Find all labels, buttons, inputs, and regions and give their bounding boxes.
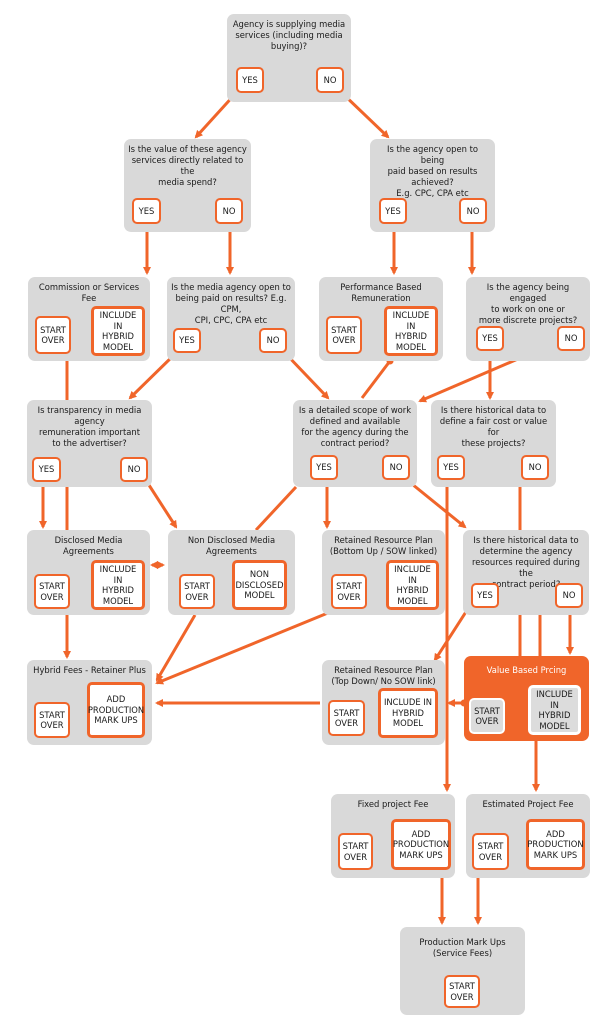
q1-title: Agency is supplying media services (incl…	[232, 19, 346, 51]
q1-no-to-q3	[340, 91, 390, 139]
estimated-project-fee: Estimated Project Fee START OVER ADD PRO…	[466, 794, 590, 878]
hybrid-fees-retainer-plus: Hybrid Fees - Retainer Plus START OVER A…	[27, 660, 152, 745]
estimated-add-markups-button[interactable]: ADD PRODUCTION MARK UPS	[526, 819, 585, 870]
performance-based-remuneration: Performance Based Remuneration START OVE…	[319, 277, 443, 361]
performance-include-hybrid-button[interactable]: INCLUDE IN HYBRID MODEL	[384, 306, 438, 356]
q4-no-to-q7	[283, 351, 330, 400]
q4-title: Is the media agency open to being paid o…	[171, 282, 291, 325]
commission-start-over-button[interactable]: START OVER	[35, 316, 71, 354]
nondisclosed-model-button[interactable]: NON DISCLOSED MODEL	[232, 560, 287, 610]
nondisclosed-title: Non Disclosed Media Agreements	[187, 535, 276, 556]
q6-no-button[interactable]: NO	[120, 457, 148, 482]
hybrid-start-over-button[interactable]: START OVER	[34, 702, 70, 738]
performance-start-over-button[interactable]: START OVER	[326, 316, 362, 354]
q8-no-button[interactable]: NO	[521, 455, 549, 480]
markups-start-over-button[interactable]: START OVER	[444, 975, 480, 1008]
q2-value-related-to-spend: Is the value of these agency services di…	[124, 139, 251, 232]
retained-td-title: Retained Resource Plan (Top Down/ No SOW…	[331, 665, 436, 686]
fixed-add-markups-button[interactable]: ADD PRODUCTION MARK UPS	[391, 819, 451, 870]
q2-no-button[interactable]: NO	[215, 198, 243, 224]
q7-no-to-q9	[406, 478, 467, 529]
production-mark-ups: Production Mark Ups (Service Fees) START…	[400, 927, 525, 1015]
q5-discrete-projects: Is the agency being engaged to work on o…	[466, 277, 590, 361]
q4-yes-button[interactable]: YES	[173, 328, 201, 353]
q6-transparency-important: Is transparency in media agency remunera…	[27, 400, 152, 487]
markups-title: Production Mark Ups (Service Fees)	[419, 937, 506, 958]
value-title: Value Based Prcing	[486, 665, 567, 675]
q8-yes-button[interactable]: YES	[437, 455, 465, 480]
q4-yes-to-q6	[128, 351, 178, 400]
value-based-pricing: Value Based Prcing START OVER INCLUDE IN…	[464, 656, 589, 741]
disclosed-include-hybrid-button[interactable]: INCLUDE IN HYBRID MODEL	[91, 560, 145, 610]
q1-media-services: Agency is supplying media services (incl…	[227, 14, 351, 102]
q3-no-button[interactable]: NO	[459, 198, 487, 224]
hybrid-title: Hybrid Fees - Retainer Plus	[33, 665, 146, 675]
q7-to-nondisclosed-line	[254, 485, 298, 532]
q1-yes-button[interactable]: YES	[236, 67, 264, 93]
commission-or-services-fee: Commission or Services Fee START OVER IN…	[28, 277, 150, 361]
commission-title: Commission or Services Fee	[38, 282, 140, 303]
retained-bu-to-hybrid	[155, 606, 341, 685]
q7-title: Is a detailed scope of work defined and …	[298, 405, 412, 448]
hybrid-add-markups-button[interactable]: ADD PRODUCTION MARK UPS	[87, 682, 145, 738]
nondisclosed-start-over-button[interactable]: START OVER	[179, 574, 215, 609]
retained-bu-title: Retained Resource Plan (Bottom Up / SOW …	[329, 535, 438, 556]
estimated-title: Estimated Project Fee	[482, 799, 574, 809]
q8-title: Is there historical data to define a fai…	[439, 405, 548, 448]
value-start-over-button[interactable]: START OVER	[469, 698, 505, 734]
fixed-start-over-button[interactable]: START OVER	[338, 833, 373, 870]
q7-scope-of-work-defined: Is a detailed scope of work defined and …	[293, 400, 417, 487]
retained-td-include-hybrid-button[interactable]: INCLUDE IN HYBRID MODEL	[378, 688, 438, 738]
retained-bu-include-hybrid-button[interactable]: INCLUDE IN HYBRID MODEL	[386, 560, 439, 610]
q1-no-button[interactable]: NO	[316, 67, 344, 93]
q3-title: Is the agency open to being paid based o…	[386, 144, 478, 198]
fixed-title: Fixed project Fee	[357, 799, 429, 809]
q4-no-button[interactable]: NO	[259, 328, 287, 353]
q5-yes-button[interactable]: YES	[476, 326, 504, 351]
disclosed-start-over-button[interactable]: START OVER	[34, 574, 70, 609]
q7-no-button[interactable]: NO	[382, 455, 410, 480]
q2-title: Is the value of these agency services di…	[128, 144, 247, 187]
disclosed-media-agreements: Disclosed Media Agreements START OVER IN…	[27, 530, 150, 615]
q4-media-agency-paid-on-results: Is the media agency open to being paid o…	[167, 277, 295, 361]
q3-paid-on-results: Is the agency open to being paid based o…	[370, 139, 495, 232]
q9-no-button[interactable]: NO	[555, 583, 583, 608]
commission-include-hybrid-button[interactable]: INCLUDE IN HYBRID MODEL	[91, 306, 145, 356]
nondisclosed-to-hybrid	[155, 614, 197, 682]
q6-yes-button[interactable]: YES	[32, 457, 61, 482]
retained-td-start-over-button[interactable]: START OVER	[328, 700, 365, 736]
estimated-start-over-button[interactable]: START OVER	[472, 833, 509, 870]
q8-historical-data-projects: Is there historical data to define a fai…	[431, 400, 556, 487]
fixed-project-fee: Fixed project Fee START OVER ADD PRODUCT…	[331, 794, 455, 878]
retained-bu-start-over-button[interactable]: START OVER	[331, 574, 367, 609]
q6-title: Is transparency in media agency remunera…	[37, 405, 142, 448]
q9-historical-data-resources: Is there historical data to determine th…	[463, 530, 589, 615]
performance-title: Performance Based Remuneration	[340, 282, 422, 303]
q3-yes-button[interactable]: YES	[379, 198, 407, 224]
performance-to-q7-line	[360, 360, 392, 399]
retained-resource-plan-top-down: Retained Resource Plan (Top Down/ No SOW…	[322, 660, 445, 745]
q7-yes-button[interactable]: YES	[310, 455, 338, 480]
q9-title: Is there historical data to determine th…	[471, 535, 581, 589]
q9-yes-button[interactable]: YES	[471, 583, 499, 608]
q5-title: Is the agency being engaged to work on o…	[478, 282, 578, 325]
retained-resource-plan-bottom-up: Retained Resource Plan (Bottom Up / SOW …	[322, 530, 445, 615]
q5-no-button[interactable]: NO	[557, 326, 585, 351]
q2-yes-button[interactable]: YES	[132, 198, 161, 224]
q6-no-to-nondisclosed	[145, 481, 178, 529]
disclosed-title: Disclosed Media Agreements	[54, 535, 123, 556]
non-disclosed-media-agreements: Non Disclosed Media Agreements START OVE…	[168, 530, 295, 615]
value-include-hybrid-button[interactable]: INCLUDE IN HYBRID MODEL	[528, 685, 581, 735]
